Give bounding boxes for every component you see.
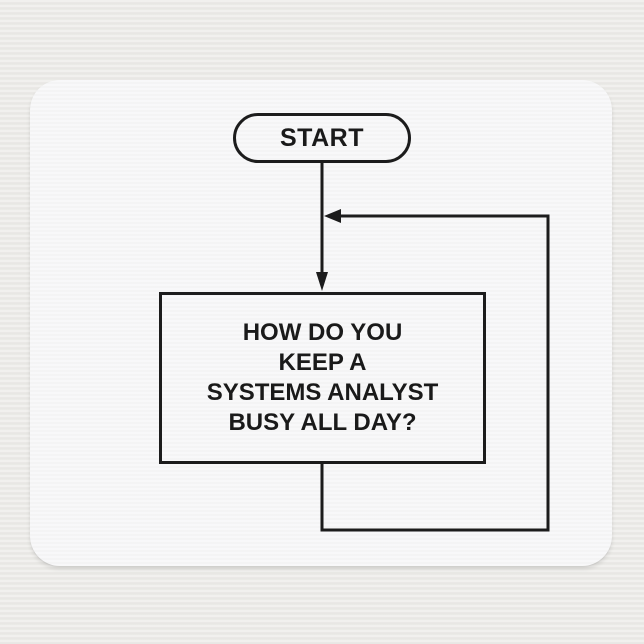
process-text-line: HOW DO YOU [242,319,403,346]
process-text-line: BUSY ALL DAY? [228,409,417,436]
start-terminator: START [233,113,411,163]
process-text-line: KEEP A [278,349,367,376]
process-text-line: SYSTEMS ANALYST [206,379,439,406]
process-box: HOW DO YOU KEEP A SYSTEMS ANALYST BUSY A… [159,292,486,464]
start-label: START [280,123,364,152]
